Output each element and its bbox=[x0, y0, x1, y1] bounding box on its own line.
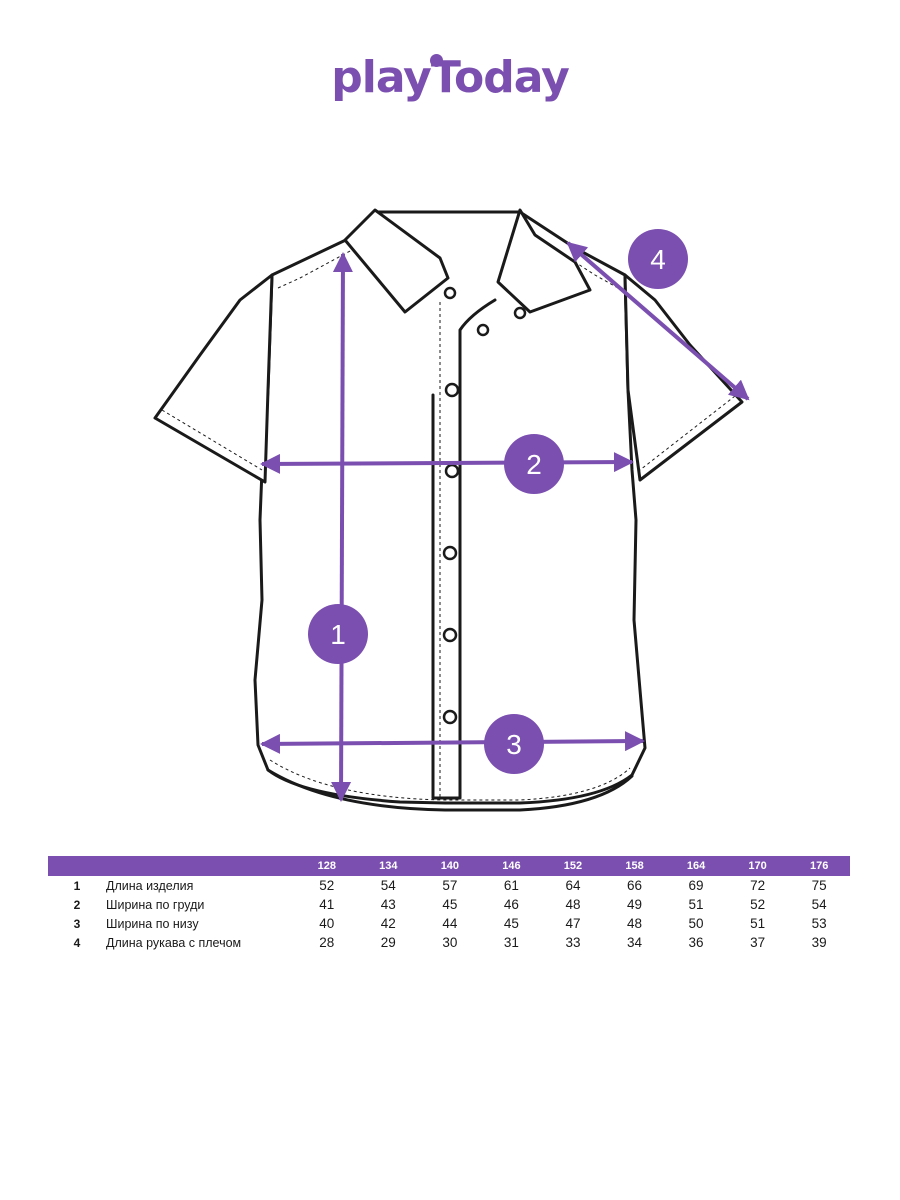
value-cell: 43 bbox=[380, 897, 396, 912]
value-cell: 53 bbox=[811, 916, 827, 931]
value-cell: 52 bbox=[319, 878, 335, 893]
value-cell: 45 bbox=[503, 916, 519, 931]
size-header: 152 bbox=[542, 856, 604, 876]
marker-4: 4 bbox=[628, 229, 688, 289]
value-cell: 36 bbox=[688, 935, 704, 950]
size-header: 158 bbox=[603, 856, 666, 876]
value-cell: 42 bbox=[380, 916, 396, 931]
value-cell: 33 bbox=[565, 935, 581, 950]
row-label: Длина рукава с плечом bbox=[106, 935, 242, 950]
marker-1: 1 bbox=[308, 604, 368, 664]
shirt-body bbox=[253, 210, 647, 805]
value-cell: 48 bbox=[626, 916, 643, 931]
value-cell: 37 bbox=[750, 935, 766, 950]
row-label: Ширина по груди bbox=[106, 897, 205, 912]
marker-1-label: 1 bbox=[330, 619, 346, 650]
value-cell: 51 bbox=[750, 916, 766, 931]
row-number: 1 bbox=[73, 878, 81, 893]
header-num-cell bbox=[48, 856, 106, 876]
table-row: 3 Ширина по низу 40 42 44 45 47 48 50 51… bbox=[48, 914, 850, 933]
marker-3-label: 3 bbox=[506, 729, 522, 760]
size-header-row: 128 134 140 146 152 158 164 170 176 bbox=[48, 856, 850, 876]
row-label: Длина изделия bbox=[106, 878, 194, 893]
size-header: 128 bbox=[296, 856, 358, 876]
value-cell: 61 bbox=[503, 878, 519, 893]
value-cell: 39 bbox=[811, 935, 827, 950]
table-row: 2 Ширина по груди 41 43 45 46 48 49 51 5… bbox=[48, 895, 850, 914]
value-cell: 75 bbox=[811, 878, 827, 893]
placket bbox=[431, 298, 497, 800]
row-number: 2 bbox=[73, 897, 81, 912]
marker-2: 2 bbox=[504, 434, 564, 494]
size-header: 164 bbox=[665, 856, 727, 876]
shirt-diagram: 1 2 3 4 bbox=[153, 208, 750, 812]
value-cell: 45 bbox=[442, 897, 458, 912]
left-sleeve bbox=[153, 273, 274, 484]
value-cell: 46 bbox=[503, 897, 519, 912]
row-number: 3 bbox=[73, 916, 81, 931]
left-collar bbox=[343, 208, 450, 314]
table-row: 4 Длина рукава с плечом 28 29 30 31 33 3… bbox=[48, 933, 850, 952]
logo-text: playToday bbox=[331, 52, 570, 103]
value-cell: 50 bbox=[688, 916, 704, 931]
value-cell: 47 bbox=[565, 916, 581, 931]
size-header: 140 bbox=[419, 856, 481, 876]
value-cell: 29 bbox=[380, 935, 396, 950]
value-cell: 69 bbox=[688, 878, 704, 893]
value-cell: 57 bbox=[442, 878, 458, 893]
value-cell: 28 bbox=[319, 935, 335, 950]
value-cell: 52 bbox=[750, 897, 766, 912]
value-cell: 40 bbox=[319, 916, 335, 931]
value-cell: 31 bbox=[503, 935, 519, 950]
value-cell: 49 bbox=[626, 897, 643, 912]
header-label-cell bbox=[106, 856, 296, 876]
value-cell: 48 bbox=[565, 897, 581, 912]
value-cell: 51 bbox=[688, 897, 704, 912]
value-cell: 72 bbox=[750, 878, 766, 893]
brand-logo: playToday bbox=[0, 52, 900, 103]
size-header: 146 bbox=[480, 856, 543, 876]
size-header: 170 bbox=[726, 856, 789, 876]
value-cell: 34 bbox=[626, 935, 643, 950]
marker-3: 3 bbox=[484, 714, 544, 774]
row-number: 4 bbox=[73, 935, 81, 950]
table-row: 1 Длина изделия 52 54 57 61 64 66 69 72 … bbox=[48, 876, 850, 895]
value-cell: 54 bbox=[811, 897, 827, 912]
size-chart-table: 128 134 140 146 152 158 164 170 176 1 Дл… bbox=[48, 856, 850, 952]
value-cell: 30 bbox=[442, 935, 458, 950]
marker-2-label: 2 bbox=[526, 449, 542, 480]
value-cell: 44 bbox=[442, 916, 458, 931]
marker-4-label: 4 bbox=[650, 244, 666, 275]
size-header: 176 bbox=[788, 856, 850, 876]
value-cell: 54 bbox=[380, 878, 396, 893]
size-header: 134 bbox=[357, 856, 420, 876]
value-cell: 66 bbox=[626, 878, 643, 893]
logo-dot-icon bbox=[430, 54, 443, 67]
row-label: Ширина по низу bbox=[106, 916, 199, 931]
value-cell: 41 bbox=[319, 897, 335, 912]
value-cell: 64 bbox=[565, 878, 581, 893]
